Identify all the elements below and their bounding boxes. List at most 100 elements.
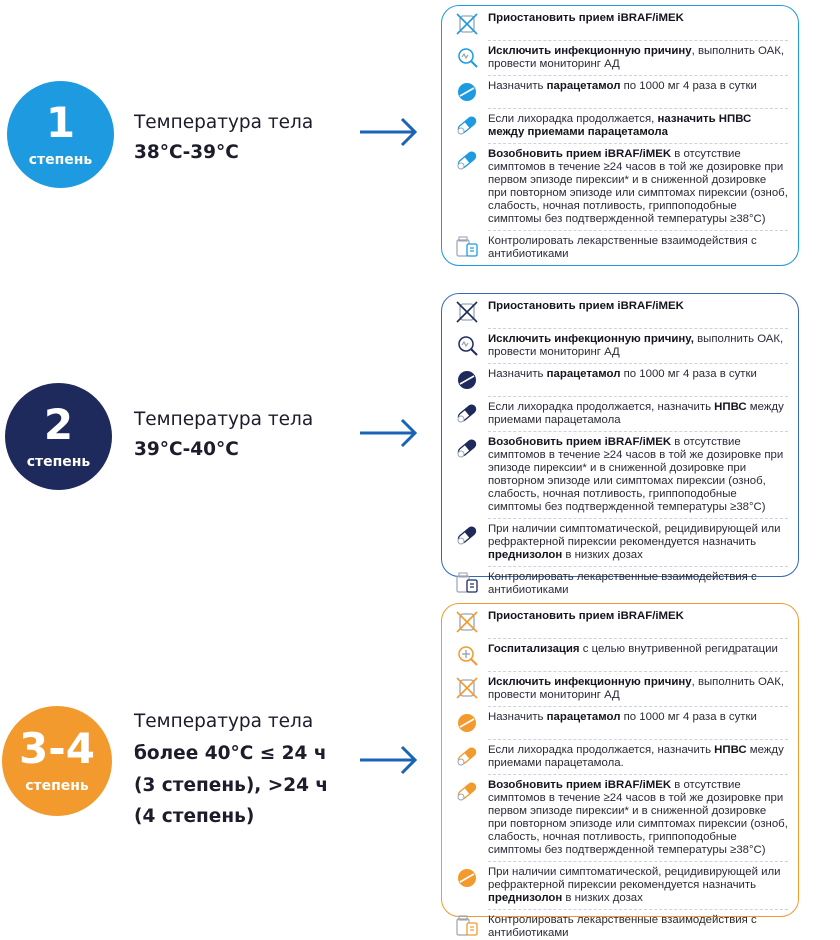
recommendation-plain: При наличии симптоматической, рецидивиру… [488, 866, 781, 891]
recommendation-text: Возобновить прием iBRAF/iMEK в отсутстви… [488, 436, 788, 514]
row-divider [488, 143, 788, 144]
recommendation-text: Если лихорадка продолжается, назначить Н… [488, 744, 788, 770]
recommendation-plain: с целью внутривенной регидратации [579, 643, 778, 655]
row-divider [488, 518, 788, 519]
recommendation-bold: Приостановить прием iBRAF/iMEK [488, 300, 684, 312]
grade-number: 2 [43, 399, 74, 449]
tablet-icon [454, 866, 484, 890]
recommendation-bold: преднизолон [488, 549, 563, 561]
recommendation-text: Госпитализация с целью внутривенной реги… [488, 643, 788, 656]
recommendation-text: Контролировать лекарственные взаимодейст… [488, 914, 788, 940]
row-divider [488, 861, 788, 862]
recommendation-text: Назначить парацетамол по 1000 мг 4 раза … [488, 711, 788, 724]
capsule-icon [454, 779, 484, 803]
capsule-icon [454, 148, 484, 172]
recommendation-plain: в низких дозах [562, 892, 643, 904]
drug-interaction-icon [454, 914, 484, 938]
grade-1-temperature: Температура тела 38°С-39°С [134, 108, 313, 167]
recommendation-item: Возобновить прием iBRAF/iMEK в отсутстви… [454, 148, 788, 226]
grade-1-recommendations: Приостановить прием iBRAF/iMEK Исключить … [441, 5, 799, 266]
recommendation-plain: Назначить [488, 711, 547, 723]
recommendation-text: При наличии симптоматической, рецидивиру… [488, 866, 788, 905]
recommendation-plain: в отсутствие симптомов в течение ≥24 час… [488, 436, 784, 513]
stop-medication-icon [454, 610, 484, 634]
recommendation-bold: преднизолон [488, 892, 563, 904]
grade-3-4-temperature: Температура тела более 40°С ≤ 24 ч (3 ст… [134, 706, 328, 833]
recommendation-plain: по 1000 мг 4 раза в сутки [620, 80, 757, 92]
recommendation-plain: по 1000 мг 4 раза в сутки [620, 368, 757, 380]
recommendation-text: Исключить инфекционную причину, выполнит… [488, 333, 788, 359]
row-divider [488, 40, 788, 41]
capsule-icon [454, 436, 484, 460]
grade-number: 3-4 [19, 724, 95, 773]
grade-2-recommendations: Приостановить прием iBRAF/iMEK Исключить … [441, 293, 799, 596]
temperature-range-line-1: более 40°С ≤ 24 ч [134, 742, 327, 764]
recommendation-plain: , выполнить ОАК, провести мониторинг АД [488, 45, 785, 70]
recommendation-bold: Исключить инфекционную причину [488, 45, 692, 57]
recommendation-text: При наличии симптоматической, рецидивиру… [488, 523, 788, 562]
recommendation-text: Приостановить прием iBRAF/iMEK [488, 12, 788, 25]
recommendation-plain: Назначить [488, 368, 547, 380]
recommendation-text: Назначить парацетамол по 1000 мг 4 раза … [488, 368, 788, 381]
arrow-right-icon [360, 117, 418, 147]
recommendation-item: Контролировать лекарственные взаимодейст… [454, 914, 788, 940]
infection-check-icon [454, 333, 484, 357]
recommendation-item: Если лихорадка продолжается, назначить Н… [454, 113, 788, 139]
recommendation-item: Приостановить прием iBRAF/iMEK [454, 610, 788, 634]
row-divider [488, 75, 788, 76]
recommendation-bold: Возобновить прием iBRAF/iMEK [488, 779, 672, 791]
recommendation-text: Если лихорадка продолжается, назначить Н… [488, 401, 788, 427]
stop-medication-icon [454, 300, 484, 324]
temperature-range: 38°С-39°С [134, 141, 239, 163]
recommendation-text: Контролировать лекарственные взаимодейст… [488, 235, 788, 261]
stop-medication-icon [454, 676, 484, 700]
temperature-range-line-2: (3 степень), >24 ч [134, 774, 329, 796]
row-divider [488, 909, 788, 910]
row-divider [488, 638, 788, 639]
grade-2-circle: 2 степень [5, 383, 112, 490]
temperature-range-line-3: (4 степень) [134, 806, 255, 828]
recommendation-bold: Возобновить прием iBRAF/iMEK [488, 436, 672, 448]
arrow-right-icon [360, 745, 418, 775]
recommendation-item: Контролировать лекарственные взаимодейст… [454, 571, 788, 597]
recommendation-plain: При наличии симптоматической, рецидивиру… [488, 523, 781, 548]
drug-interaction-icon [454, 235, 484, 259]
recommendation-bold: парацетамол [546, 711, 621, 723]
recommendation-item: Исключить инфекционную причину, выполнит… [454, 333, 788, 359]
recommendation-bold: Приостановить прием iBRAF/iMEK [488, 12, 684, 24]
recommendation-text: Исключить инфекционную причину, выполнит… [488, 676, 788, 702]
recommendation-item: Исключить инфекционную причину, выполнит… [454, 676, 788, 702]
recommendation-plain: Контролировать лекарственные взаимодейст… [488, 571, 757, 596]
recommendation-plain: Если лихорадка продолжается, [488, 113, 658, 125]
recommendation-plain: Если лихорадка продолжается, назначить [488, 744, 715, 756]
recommendation-plain: в низких дозах [562, 549, 643, 561]
recommendation-plain: Контролировать лекарственные взаимодейст… [488, 235, 757, 260]
row-divider [488, 431, 788, 432]
recommendation-plain: между приемами парацетамола. [488, 744, 784, 769]
recommendation-item: Госпитализация с целью внутривенной реги… [454, 643, 788, 667]
row-divider [488, 671, 788, 672]
recommendation-plain: между приемами парацетамола [488, 401, 784, 426]
grade-number: 1 [45, 97, 76, 147]
recommendation-text: Возобновить прием iBRAF/iMEK в отсутстви… [488, 148, 788, 226]
stop-medication-icon [454, 12, 484, 36]
row-divider [488, 566, 788, 567]
temperature-title: Температура тела [134, 711, 314, 732]
recommendation-bold: назначить НПВС между приемами парацетамо… [488, 113, 752, 138]
recommendation-text: Возобновить прием iBRAF/iMEK в отсутстви… [488, 779, 788, 857]
recommendation-item: Назначить парацетамол по 1000 мг 4 раза … [454, 80, 788, 104]
recommendation-item: Исключить инфекционную причину, выполнит… [454, 45, 788, 71]
row-divider [488, 108, 788, 109]
recommendation-item: Назначить парацетамол по 1000 мг 4 раза … [454, 711, 788, 735]
drug-interaction-icon [454, 571, 484, 595]
infection-check-icon [454, 45, 484, 69]
temperature-title: Температура тела [134, 409, 314, 430]
tablet-icon [454, 80, 484, 104]
grade-3-4-recommendations: Приостановить прием iBRAF/iMEK Госпитализ… [441, 603, 799, 939]
recommendation-bold: Исключить инфекционную причину [488, 676, 692, 688]
capsule-icon [454, 744, 484, 768]
capsule-icon [454, 401, 484, 425]
grade-label: степень [25, 778, 89, 794]
recommendation-text: Исключить инфекционную причину, выполнит… [488, 45, 788, 71]
recommendation-item: Если лихорадка продолжается, назначить Н… [454, 401, 788, 427]
